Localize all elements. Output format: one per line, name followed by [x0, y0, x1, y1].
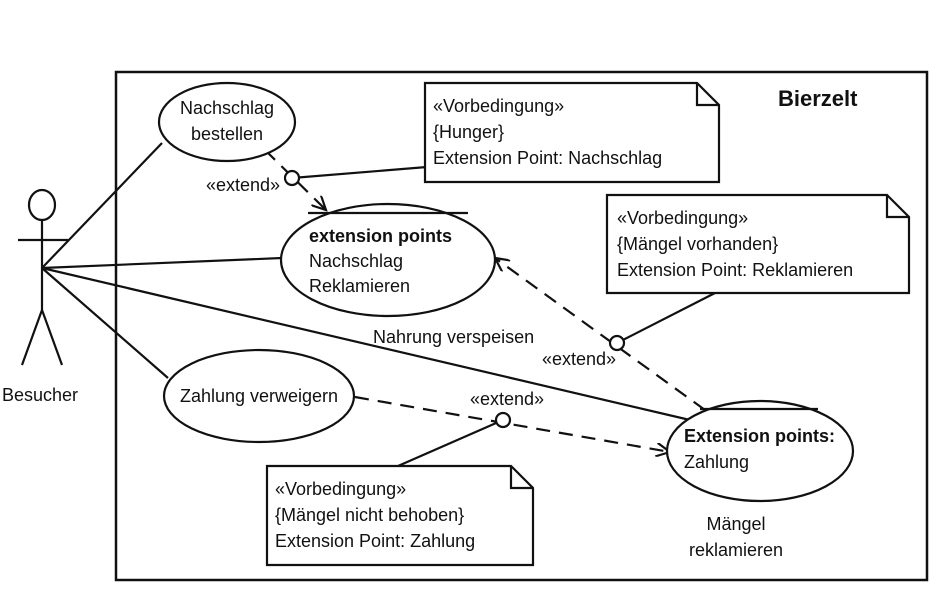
- actor-besucher[interactable]: [18, 188, 68, 366]
- note-stereotype: «Vorbedingung»: [433, 96, 564, 116]
- association-maengel: [41, 266, 691, 422]
- extension-point-1: Nachschlag: [309, 251, 403, 271]
- note-extension-point: Extension Point: Nachschlag: [433, 148, 662, 168]
- note-extension-point: Extension Point: Reklamieren: [617, 260, 853, 280]
- association-nahrung: [41, 256, 283, 270]
- note-shape: [605, 193, 911, 295]
- system-boundary: [114, 70, 929, 582]
- extend-anchor-reklamieren: [608, 334, 626, 352]
- extend-label-reklamieren: «extend»: [542, 349, 616, 369]
- use-case-ellipse: [157, 81, 297, 163]
- note-stereotype: «Vorbedingung»: [275, 479, 406, 499]
- actor-label: Besucher: [2, 385, 78, 405]
- note-vorbedingung-maengel-nicht-behoben[interactable]: «Vorbedingung» {Mängel nicht behoben} Ex…: [265, 464, 535, 567]
- actor-leg-left: [20, 309, 44, 366]
- note-condition: {Mängel vorhanden}: [617, 234, 778, 254]
- actor-leg-right: [40, 309, 64, 366]
- extension-points-header: extension points: [309, 226, 452, 246]
- actor-head: [27, 188, 57, 222]
- note-connector-hunger: [291, 165, 428, 180]
- use-case-ellipse: [162, 348, 356, 444]
- note-fold: [695, 83, 719, 107]
- extend-anchor-nachschlag: [283, 169, 301, 187]
- use-case-name: Zahlung verweigern: [180, 386, 338, 406]
- note-fold: [509, 466, 533, 490]
- note-condition: {Hunger}: [433, 122, 504, 142]
- association-zahlung: [41, 267, 169, 379]
- extension-points-header: Extension points:: [684, 426, 835, 446]
- use-case-ellipse: [665, 399, 855, 503]
- extension-point-2: Reklamieren: [309, 276, 410, 296]
- extend-line-zahlung: [354, 395, 670, 452]
- note-shape: [423, 81, 721, 184]
- use-case-maengel-reklamieren[interactable]: Extension points: Zahlung: [665, 399, 855, 503]
- extend-line-reklamieren: [495, 258, 706, 411]
- note-vorbedingung-maengel-vorhanden[interactable]: «Vorbedingung» {Mängel vorhanden} Extens…: [605, 193, 911, 295]
- use-case-zahlung-verweigern[interactable]: Zahlung verweigern: [162, 348, 356, 444]
- note-extension-point: Extension Point: Zahlung: [275, 531, 475, 551]
- note-connector-maengel-vorhanden: [616, 292, 716, 344]
- use-case-nahrung-verspeisen[interactable]: extension points Nachschlag Reklamieren: [279, 202, 497, 318]
- use-case-nachschlag-bestellen[interactable]: Nachschlag bestellen: [157, 81, 297, 163]
- use-case-name-line2: bestellen: [191, 124, 263, 144]
- note-shape: [265, 464, 535, 567]
- note-stereotype: «Vorbedingung»: [617, 208, 748, 228]
- note-condition: {Mängel nicht behoben}: [275, 505, 464, 525]
- note-vorbedingung-hunger[interactable]: «Vorbedingung» {Hunger} Extension Point:…: [423, 81, 721, 184]
- association-nachschlag: [41, 142, 163, 269]
- system-title: Bierzelt: [778, 86, 858, 111]
- use-case-name-maengel-line1: Mängel: [706, 514, 765, 534]
- use-case-name-nahrung: Nahrung verspeisen: [373, 327, 534, 347]
- use-case-ellipse: [279, 202, 497, 318]
- extend-anchor-zahlung: [494, 411, 512, 429]
- extend-label-nachschlag: «extend»: [206, 175, 280, 195]
- note-fold: [885, 195, 909, 219]
- use-case-name-maengel-line2: reklamieren: [689, 540, 783, 560]
- use-case-name-line1: Nachschlag: [180, 98, 274, 118]
- note-connector-maengel-nicht-behoben: [397, 418, 504, 468]
- extend-label-zahlung: «extend»: [470, 389, 544, 409]
- extend-line-nachschlag: [264, 149, 326, 210]
- extension-point-1: Zahlung: [684, 452, 749, 472]
